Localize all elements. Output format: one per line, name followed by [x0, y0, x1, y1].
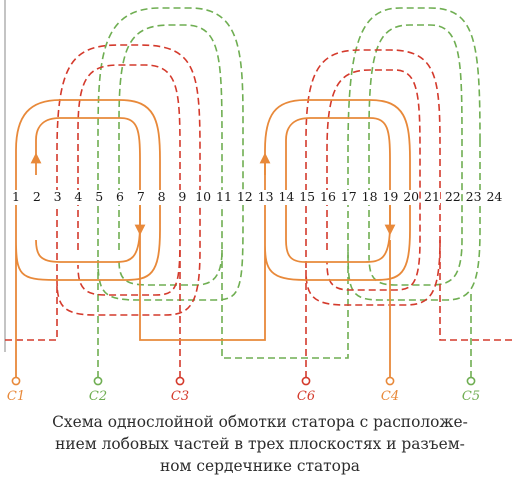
- slot-number-bg: [340, 190, 357, 205]
- slot-number: 16: [320, 189, 336, 204]
- slot-number-bg: [320, 190, 336, 205]
- slot-number: 7: [137, 189, 145, 204]
- terminal-node: [466, 376, 476, 386]
- green-cross-link: [221, 7, 481, 359]
- slot-number-bg: [465, 190, 482, 205]
- slot-number: 11: [216, 189, 232, 204]
- terminal-label: C2: [89, 389, 107, 400]
- slot-number: 6: [116, 189, 124, 204]
- slot-number: 4: [74, 189, 82, 204]
- red-coil-inner-right: [326, 69, 421, 291]
- slot-number: 22: [445, 189, 461, 204]
- slot-number-bg: [112, 190, 128, 205]
- red-coil-inner-left: [77, 64, 181, 296]
- terminal-label: C6: [297, 389, 315, 400]
- slot-number: 15: [299, 189, 315, 204]
- terminal-label: C1: [7, 389, 25, 400]
- slot-number-bg: [403, 190, 420, 205]
- caption-line-1: Схема однослойной обмотки статора с расп…: [52, 413, 468, 431]
- terminal-node: [93, 376, 103, 386]
- slot-number-bg: [257, 190, 274, 205]
- caption-line-3: ном сердечнике статора: [160, 457, 360, 475]
- terminal-node: [301, 376, 311, 386]
- slot-number-bg: [216, 190, 232, 205]
- red-cross-right: [305, 49, 441, 378]
- slot-number: 2: [33, 189, 41, 204]
- slot-number-bg: [8, 190, 24, 205]
- slot-number-bg: [424, 190, 440, 205]
- slot-number-bg: [299, 190, 316, 205]
- slot-number-bg: [49, 190, 66, 205]
- phase-red-winding: [5, 44, 515, 378]
- slot-number: 24: [486, 189, 502, 204]
- slot-number: 3: [54, 189, 62, 204]
- terminal-label: C4: [381, 389, 399, 400]
- orange-coil-outer-left: [15, 99, 161, 378]
- slot-number-bg: [28, 190, 45, 205]
- slot-number: 5: [95, 189, 103, 204]
- slot-number-bg: [91, 190, 108, 205]
- green-coil-outer-right: [347, 140, 481, 301]
- slot-number: 17: [341, 189, 357, 204]
- slot-number: 19: [382, 189, 398, 204]
- slot-number: 1: [12, 189, 20, 204]
- terminal-node: [385, 376, 395, 386]
- slot-number-bg: [132, 190, 149, 205]
- figure-caption: Схема однослойной обмотки статора с расп…: [6, 411, 514, 477]
- slot-number-bg: [153, 190, 170, 205]
- caption-line-2: нием лобовых частей в трех плоскостях и …: [55, 435, 465, 453]
- slot-number-bg: [382, 190, 399, 205]
- slot-number-bg: [361, 190, 378, 205]
- slot-number: 13: [258, 189, 274, 204]
- slot-number-bg: [444, 190, 461, 205]
- slot-number-bg: [236, 190, 253, 205]
- slot-number: 14: [278, 189, 294, 204]
- slot-number: 20: [403, 189, 419, 204]
- green-coil-inner-left: [118, 24, 223, 286]
- slot-number-bg: [486, 190, 503, 205]
- terminal-node: [11, 376, 21, 386]
- slot-number-bg: [70, 190, 87, 205]
- slot-number: 21: [424, 189, 440, 204]
- orange-coil-inner-right: [285, 117, 391, 263]
- slot-number: 12: [237, 189, 253, 204]
- slot-number-bg: [174, 190, 191, 205]
- slot-number: 9: [178, 189, 186, 204]
- slot-number: 8: [158, 189, 166, 204]
- orange-cross-link: [139, 99, 411, 341]
- terminal-node: [175, 376, 185, 386]
- phase-orange-winding: [15, 99, 411, 378]
- terminals: C1 C2 C3 C6 C4 C5: [7, 376, 480, 400]
- terminal-label: C3: [171, 389, 189, 400]
- slot-number: 18: [362, 189, 378, 204]
- slot-number-bg: [195, 190, 212, 205]
- slot-number: 10: [195, 189, 211, 204]
- slot-number: 23: [466, 189, 482, 204]
- slot-number-bg: [278, 190, 295, 205]
- red-tail-right: [439, 240, 515, 341]
- red-coil-outer-left: [5, 44, 201, 341]
- phase-green-winding: [97, 7, 481, 378]
- green-coil-inner-right: [368, 24, 463, 286]
- terminal-label: C5: [462, 389, 480, 400]
- orange-coil-inner-left: [35, 117, 141, 263]
